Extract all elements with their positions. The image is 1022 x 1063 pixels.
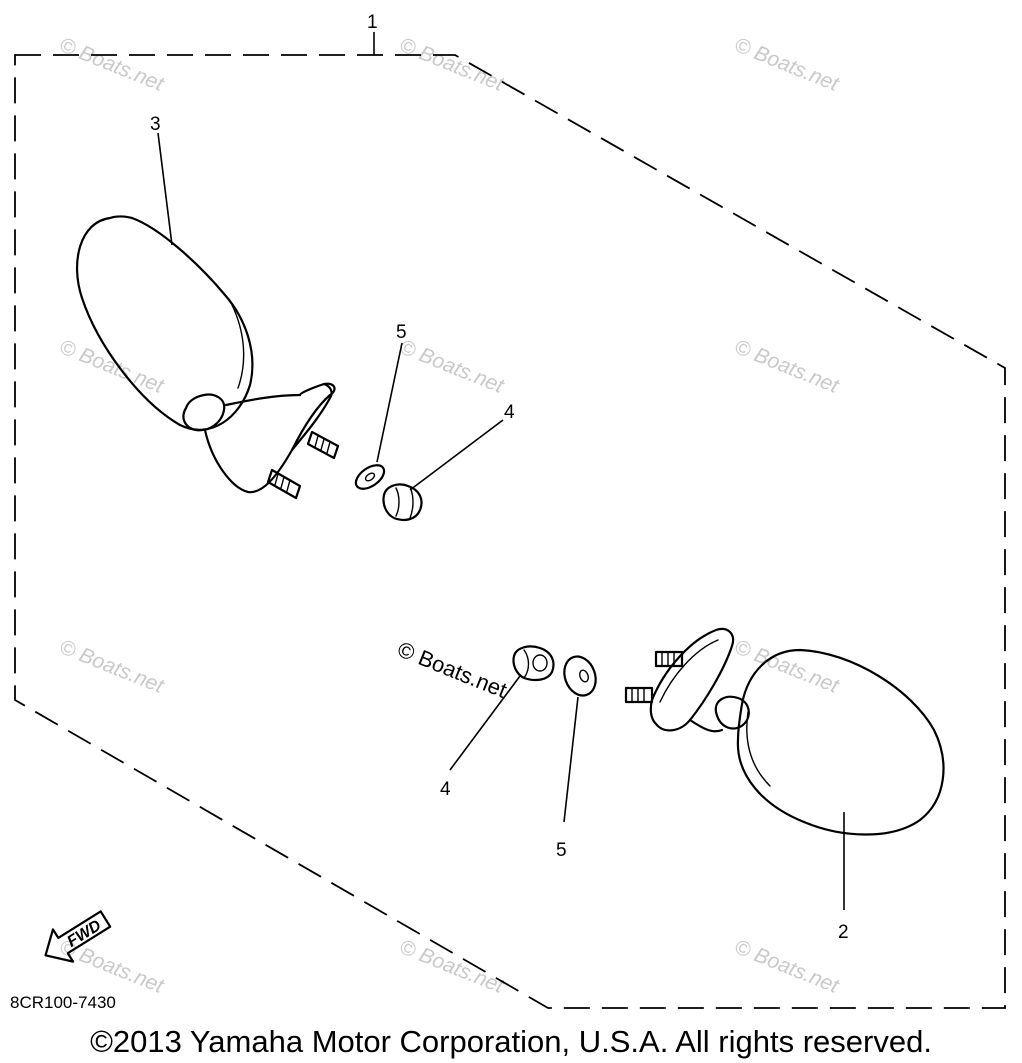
diagram-code: 8CR100-7430 (10, 993, 116, 1012)
left-mirror (75, 215, 340, 500)
leader-line-4-lower (449, 675, 521, 771)
watermark: © Boats.net (396, 335, 508, 398)
callout-4-upper: 4 (504, 402, 515, 423)
nut-upper (382, 483, 423, 521)
nut-lower (512, 645, 555, 682)
center-watermark: © Boats.net (394, 636, 510, 702)
watermark: © Boats.net (56, 335, 168, 398)
watermark: © Boats.net (56, 33, 168, 96)
leader-line-4-upper (409, 419, 504, 491)
washer-lower (563, 655, 597, 697)
leader-line-3 (157, 132, 173, 246)
watermark: © Boats.net (731, 33, 843, 96)
watermark: © Boats.net (731, 635, 843, 698)
leader-line-5-upper (376, 342, 403, 463)
right-mirror (624, 627, 945, 836)
watermarks: © Boats.net © Boats.net © Boats.net © Bo… (56, 33, 843, 998)
leader-line-5-lower (563, 696, 579, 823)
callout-2: 2 (838, 922, 849, 943)
callout-3: 3 (150, 114, 161, 135)
assembly-boundary (14, 54, 1006, 1009)
callout-4-lower: 4 (440, 779, 451, 800)
washer-upper (354, 464, 386, 490)
copyright-notice: ©2013 Yamaha Motor Corporation, U.S.A. A… (90, 1024, 932, 1059)
callout-5-lower: 5 (556, 840, 567, 861)
watermark: © Boats.net (396, 33, 508, 96)
watermark: © Boats.net (731, 935, 843, 998)
watermark: © Boats.net (731, 335, 843, 398)
watermark: © Boats.net (396, 935, 508, 998)
callout-5-upper: 5 (396, 322, 407, 343)
callout-1: 1 (367, 12, 378, 33)
watermark: © Boats.net (56, 635, 168, 698)
